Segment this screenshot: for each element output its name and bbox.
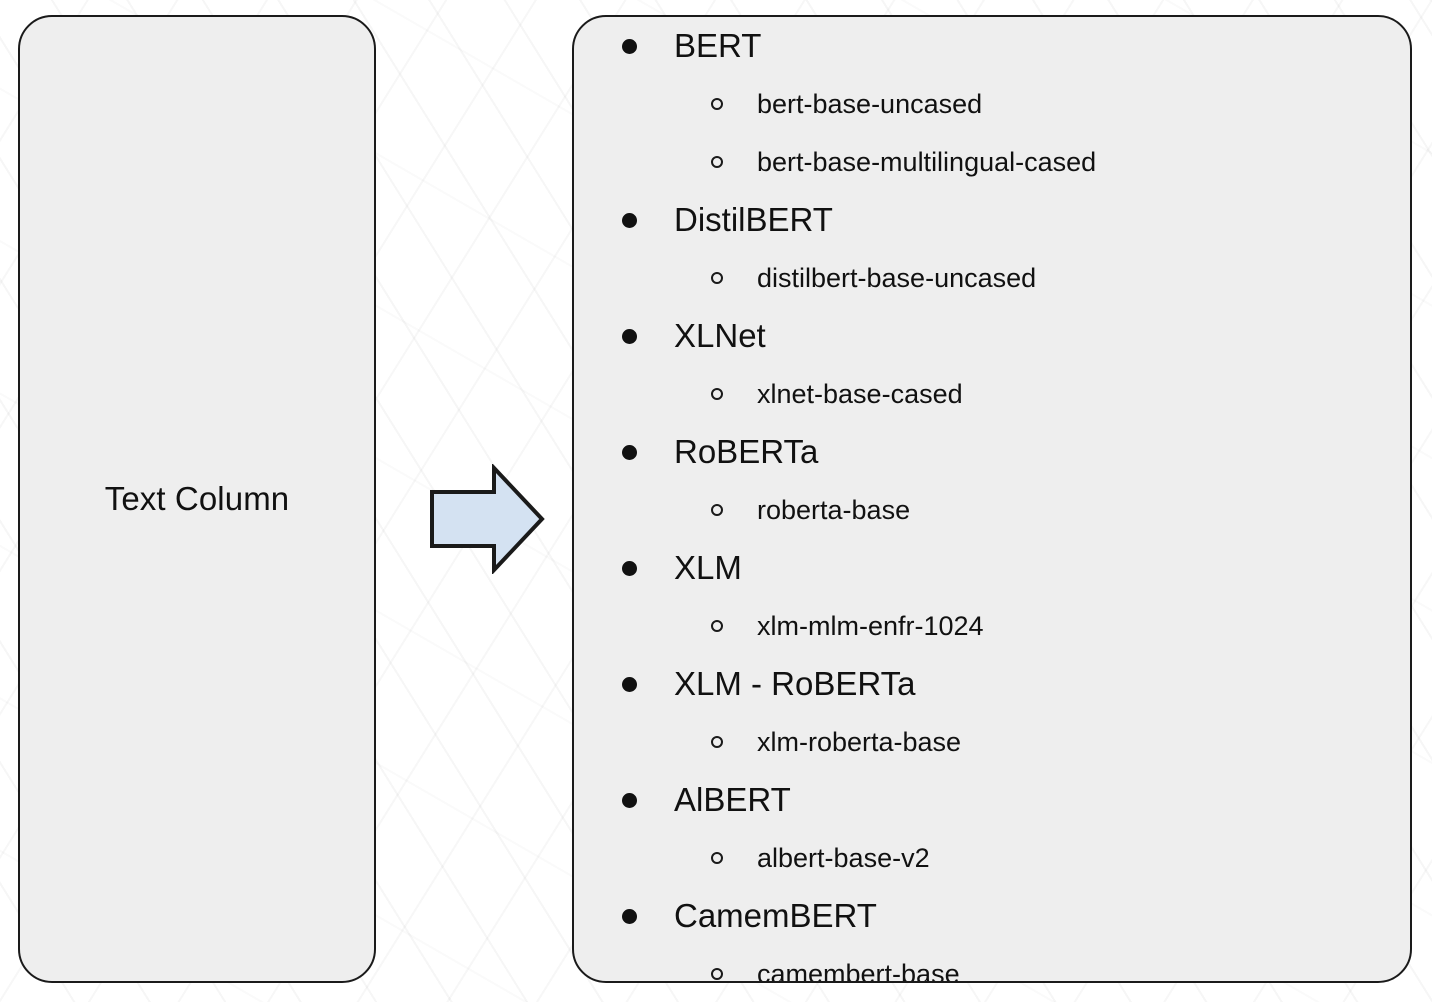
model-checkpoint-row[interactable]: xlm-mlm-enfr-1024 bbox=[574, 597, 1410, 655]
source-column-panel[interactable]: Text Column bbox=[18, 15, 376, 983]
filled-bullet-icon bbox=[622, 792, 637, 808]
model-checkpoint-row[interactable]: bert-base-uncased bbox=[574, 75, 1410, 133]
hollow-bullet-icon bbox=[711, 156, 723, 168]
model-family-row[interactable]: CamemBERT bbox=[574, 887, 1410, 945]
arrow-shape bbox=[430, 464, 545, 574]
model-checkpoint-row[interactable]: albert-base-v2 bbox=[574, 829, 1410, 887]
hollow-bullet-icon bbox=[711, 620, 723, 632]
hollow-bullet-icon bbox=[711, 968, 723, 980]
right-block-arrow-icon bbox=[430, 464, 545, 574]
hollow-bullet-icon bbox=[711, 272, 723, 284]
model-checkpoint-label: albert-base-v2 bbox=[757, 842, 930, 873]
model-family-row[interactable]: XLM bbox=[574, 539, 1410, 597]
model-checkpoint-label: bert-base-uncased bbox=[757, 88, 983, 119]
model-family-label: CamemBERT bbox=[674, 897, 877, 934]
model-checkpoint-row[interactable]: roberta-base bbox=[574, 481, 1410, 539]
filled-bullet-icon bbox=[622, 212, 637, 228]
hollow-bullet-icon bbox=[711, 852, 723, 864]
filled-bullet-icon bbox=[622, 560, 637, 576]
model-family-row[interactable]: XLNet bbox=[574, 307, 1410, 365]
model-family-row[interactable]: DistilBERT bbox=[574, 191, 1410, 249]
model-family-label: AlBERT bbox=[674, 781, 791, 818]
model-family-row[interactable]: BERT bbox=[574, 17, 1410, 75]
model-family-row[interactable]: XLM - RoBERTa bbox=[574, 655, 1410, 713]
model-checkpoint-row[interactable]: distilbert-base-uncased bbox=[574, 249, 1410, 307]
model-checkpoint-label: camembert-base bbox=[757, 958, 960, 983]
hollow-bullet-icon bbox=[711, 388, 723, 400]
hollow-bullet-icon bbox=[711, 98, 723, 110]
filled-bullet-icon bbox=[622, 38, 637, 54]
model-family-row[interactable]: AlBERT bbox=[574, 771, 1410, 829]
model-family-label: DistilBERT bbox=[674, 201, 833, 238]
model-list-panel[interactable]: BERT bert-base-uncased bert-base-multiling… bbox=[572, 15, 1412, 983]
model-family-row[interactable]: RoBERTa bbox=[574, 423, 1410, 481]
filled-bullet-icon bbox=[622, 444, 637, 460]
model-list: BERT bert-base-uncased bert-base-multiling… bbox=[574, 17, 1410, 983]
filled-bullet-icon bbox=[622, 676, 637, 692]
hollow-bullet-icon bbox=[711, 736, 723, 748]
model-checkpoint-label: roberta-base bbox=[757, 494, 911, 525]
source-column-label: Text Column bbox=[104, 480, 290, 517]
model-checkpoint-row[interactable]: camembert-base bbox=[574, 945, 1410, 983]
hollow-bullet-icon bbox=[711, 504, 723, 516]
filled-bullet-icon bbox=[622, 328, 637, 344]
model-family-label: XLNet bbox=[674, 317, 766, 354]
model-checkpoint-row[interactable]: xlnet-base-cased bbox=[574, 365, 1410, 423]
model-checkpoint-label: xlnet-base-cased bbox=[757, 378, 963, 409]
model-family-label: RoBERTa bbox=[674, 433, 819, 470]
model-checkpoint-row[interactable]: xlm-roberta-base bbox=[574, 713, 1410, 771]
model-checkpoint-label: bert-base-multilingual-cased bbox=[757, 146, 1097, 177]
model-family-label: BERT bbox=[674, 27, 762, 64]
model-checkpoint-label: xlm-roberta-base bbox=[757, 726, 962, 757]
model-family-label: XLM - RoBERTa bbox=[674, 665, 916, 702]
filled-bullet-icon bbox=[622, 908, 637, 924]
model-checkpoint-label: xlm-mlm-enfr-1024 bbox=[757, 610, 984, 641]
model-family-label: XLM bbox=[674, 549, 742, 586]
model-checkpoint-row[interactable]: bert-base-multilingual-cased bbox=[574, 133, 1410, 191]
model-checkpoint-label: distilbert-base-uncased bbox=[757, 262, 1037, 293]
